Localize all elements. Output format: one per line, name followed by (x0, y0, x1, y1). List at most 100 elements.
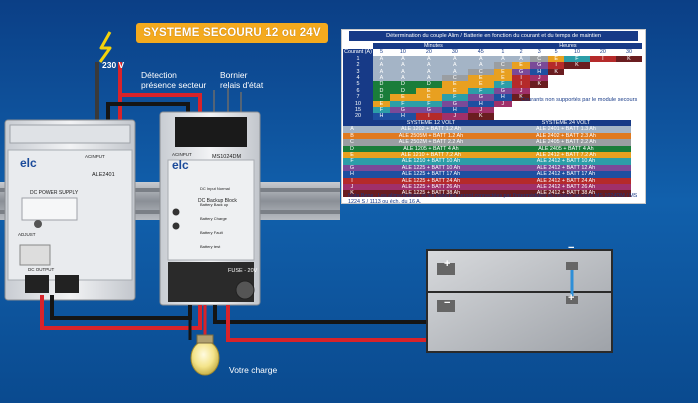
table-cell: D (389, 81, 416, 88)
psu-model: ALE2401 (92, 172, 115, 178)
psu-dc-output: DC OUTPUT (28, 267, 55, 272)
minutes-group-header: Minutes (373, 43, 494, 50)
code-letter: B (350, 132, 354, 139)
table-cell: G (415, 107, 442, 114)
code-12v: ALE 1202 + BATT 1.2 Ah (400, 126, 461, 133)
minute-col: 30 (451, 49, 458, 56)
hours-group-header: Heures (493, 43, 642, 50)
detection-wires (106, 93, 202, 122)
code-24v: ALE 2412 + BATT 10 Ah (536, 158, 596, 165)
battery-1-plus: + (444, 258, 451, 270)
code-12v: ALE 2505M + BATT 1.2 Ah (398, 132, 464, 139)
current-value: 3 (343, 68, 373, 76)
backup-brand-logo: elc (172, 158, 189, 172)
hour-col: 5 (554, 49, 558, 56)
table-cell: J (493, 100, 512, 108)
table-cell: F (415, 100, 442, 108)
table-cell: F (389, 100, 416, 108)
table-cell: H (467, 100, 494, 108)
table-cell: F (563, 55, 590, 63)
table-cell: F (493, 81, 512, 88)
table-cell: A (373, 62, 390, 69)
table-cell: F (373, 107, 390, 114)
table-cell: D (373, 94, 390, 101)
table-cell: A (415, 62, 442, 69)
table-cell: A (511, 55, 531, 63)
psu-ac-input: ACINPUT (85, 154, 105, 159)
code-letter: H (350, 171, 354, 178)
code-24v: ALE 2405 + BATT 2.2 Ah (535, 139, 596, 146)
code-letter: J (350, 184, 354, 191)
code-letter: E (350, 152, 354, 159)
table-cell: E (373, 100, 390, 108)
table-cell: K (563, 62, 590, 69)
psu-adjust: ADJUST (18, 232, 36, 237)
load-label: Votre charge (229, 365, 278, 375)
code-letter: A (350, 126, 354, 133)
hour-col: 30 (625, 49, 632, 56)
table-cell: E (441, 81, 468, 88)
table-cell: E (511, 62, 531, 69)
minute-col: 5 (379, 49, 383, 56)
code-24v: ALE 2412 + BATT 12 Ah (536, 164, 596, 171)
code-12v: ALE 1225 + BATT 17 Ah (401, 171, 461, 178)
table-cell: C (441, 75, 468, 82)
code-24v: ALE 2412 + BATT 26 Ah (536, 184, 596, 191)
table-cell: E (389, 94, 416, 101)
hour-col: 1 (501, 49, 505, 56)
code-24v: ALE 2401 + BATT 1.3 Ah (535, 126, 596, 133)
hour-col: 10 (573, 49, 580, 56)
table-cell: F (467, 87, 494, 95)
title-banner: SYSTEME SECOURU 12 ou 24V (136, 23, 328, 43)
table-cell: K (467, 113, 494, 120)
code-12v: ALE 1210 + BATT 10 Ah (401, 158, 461, 165)
minute-col: 20 (425, 49, 432, 56)
table-cell: C (493, 62, 512, 69)
backup-model: MS1024DM (212, 154, 242, 160)
table-cell: E (467, 81, 494, 88)
table-cell: A (389, 75, 416, 82)
minute-col: 45 (477, 49, 484, 56)
code-24v: ALE 2412 + BATT 38 Ah (536, 190, 596, 197)
code-12v: ALE 2502M + BATT 2.2 Ah (398, 139, 464, 146)
backup-led-1: DC Input Normal (200, 186, 230, 191)
current-value: 10 (343, 100, 373, 108)
backup-fuse: FUSE - 20V (228, 268, 258, 274)
table-cell: D (415, 81, 442, 88)
table-cell: D (373, 87, 390, 95)
hour-col: 20 (599, 49, 606, 56)
panel-title: Détermination du couple Alim / Batterie … (349, 31, 638, 41)
table-cell: H (530, 68, 549, 76)
code-24v: ALE 2405 + BATT 4 Ah (538, 145, 594, 152)
table-cell: G (530, 62, 549, 69)
table-cell: A (415, 75, 442, 82)
backup-module (159, 111, 261, 306)
minute-col: 10 (399, 49, 406, 56)
code-letter: I (351, 177, 353, 184)
code-12v: ALE 1210 + BATT 7.2 Ah (400, 152, 461, 159)
backup-led-2: Battery Back up (200, 202, 229, 207)
backup-led-3: Battery Charge (200, 216, 227, 221)
table-cell: K (548, 68, 564, 76)
current-header: Courant (A) (343, 49, 373, 56)
table-cell: A (373, 68, 390, 76)
current-value: 4 (343, 75, 373, 82)
table-cell: A (389, 62, 416, 69)
system-24v-header: SYSTEME 24 VOLT (500, 120, 631, 127)
table-cell: I (548, 62, 564, 69)
code-letter: K (350, 190, 354, 197)
batteries (426, 249, 613, 353)
